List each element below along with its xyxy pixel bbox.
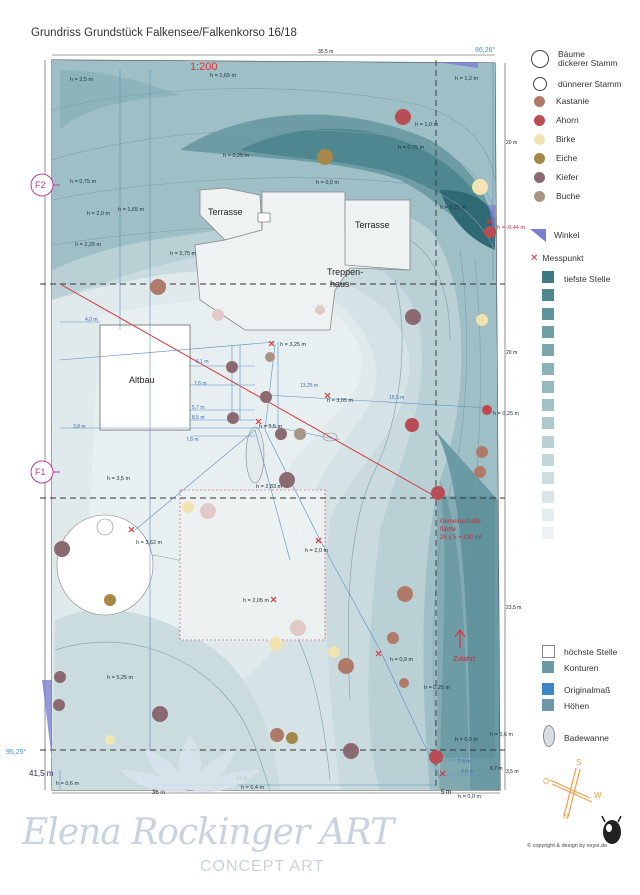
legend-konturen: Konturen <box>564 663 599 673</box>
legend-badewanne: Badewanne <box>564 733 609 743</box>
legend-originalmass-swatch <box>542 683 554 695</box>
legend-gradient-swatch <box>542 325 554 338</box>
legend-gradient-swatch <box>542 399 554 412</box>
compass-s: S <box>576 758 582 767</box>
compass-n: N <box>563 812 569 821</box>
legend-gradient-swatch <box>542 417 554 430</box>
legend-originalmass: Originalmaß <box>564 685 611 695</box>
legend-tiefste: tiefste Stelle <box>564 274 611 284</box>
legend-tree-2: Kastanie <box>530 96 589 107</box>
legend-tree-7: Buche <box>530 191 580 202</box>
legend-tree-3: Ahorn <box>530 115 579 126</box>
trees <box>53 109 496 764</box>
legend-gradient-swatch <box>542 289 554 302</box>
legend-gradient-swatch <box>542 490 554 503</box>
legend-hoehen-swatch <box>542 699 554 711</box>
legend-tree-5: Eiche <box>530 153 577 164</box>
legend-gradient-swatch <box>542 362 554 375</box>
badewanne-icon <box>543 725 555 747</box>
tree-legend-label: Kastanie <box>556 96 590 107</box>
tree-legend-icon <box>533 153 545 164</box>
legend-konturen-swatch <box>542 661 554 673</box>
logo-icon <box>601 815 622 844</box>
tree-legend-icon <box>533 115 545 126</box>
legend-gradient-swatch <box>542 271 554 283</box>
brand-sub: CONCEPT ART <box>200 858 325 875</box>
legend-gradient-swatch <box>542 435 554 448</box>
page-title: Grundriss Grundstück Falkensee/Falkenkor… <box>31 27 297 39</box>
tree-legend-label: Buche <box>556 191 581 202</box>
tree-legend-label: Birke <box>556 134 576 145</box>
tree-legend-label: Ahorn <box>556 115 579 126</box>
tree-legend-icon <box>533 191 545 202</box>
legend-gradient-swatch <box>542 380 554 393</box>
legend-winkel-label: Winkel <box>554 229 580 240</box>
compass-icon <box>549 767 593 818</box>
legend-hoechste: höchste Stelle <box>564 647 618 657</box>
legend-gradient-swatch <box>542 307 554 320</box>
compass-w: W <box>594 791 602 800</box>
legend-tree-1: dünnerer Stamm <box>530 77 621 91</box>
legend-tree-4: Birke <box>530 134 575 145</box>
tree-legend-icon <box>533 172 545 183</box>
legend-messpunkt: ✕ Messpunkt <box>530 253 584 264</box>
legend-gradient-swatch <box>542 344 554 357</box>
tree-legend-label: Eiche <box>556 153 578 164</box>
gemeinschaftsflaeche <box>437 496 495 758</box>
tree-legend-icon <box>533 134 545 145</box>
messpunkte <box>128 218 493 777</box>
lotus-watermark-icon <box>120 735 260 793</box>
compass-o: O <box>543 777 550 786</box>
section-line <box>59 283 439 499</box>
legend-hoehen: Höhen <box>564 701 590 711</box>
legend-hoechste-swatch <box>542 645 555 658</box>
tree-legend-icon <box>531 50 549 68</box>
oval-area <box>56 514 154 616</box>
tree-legend-icon <box>533 96 545 107</box>
legend-gradient-swatch <box>542 508 554 521</box>
legend-gradient-swatch <box>542 454 554 466</box>
legend-tree-6: Kiefer <box>530 172 578 183</box>
tree-legend-label: Kiefer <box>556 172 579 183</box>
legend-gradient-swatch <box>542 527 554 540</box>
tree-legend-icon <box>533 77 547 91</box>
altbau-building <box>99 324 191 431</box>
messpunkt-icon: ✕ <box>530 253 539 264</box>
legend-messpunkt-label: Messpunkt <box>542 253 584 264</box>
f-markers <box>30 173 60 484</box>
terrasse-right <box>344 199 411 271</box>
legend-winkel: Winkel <box>530 228 580 242</box>
brand-name: Elena Rockinger ART <box>22 812 394 853</box>
tree-legend-label: dünnerer Stamm <box>558 78 622 89</box>
copyright: © copyright & design by esyoi.de <box>527 843 608 849</box>
legend-gradient-swatch <box>542 472 554 485</box>
badewanne <box>245 426 265 484</box>
